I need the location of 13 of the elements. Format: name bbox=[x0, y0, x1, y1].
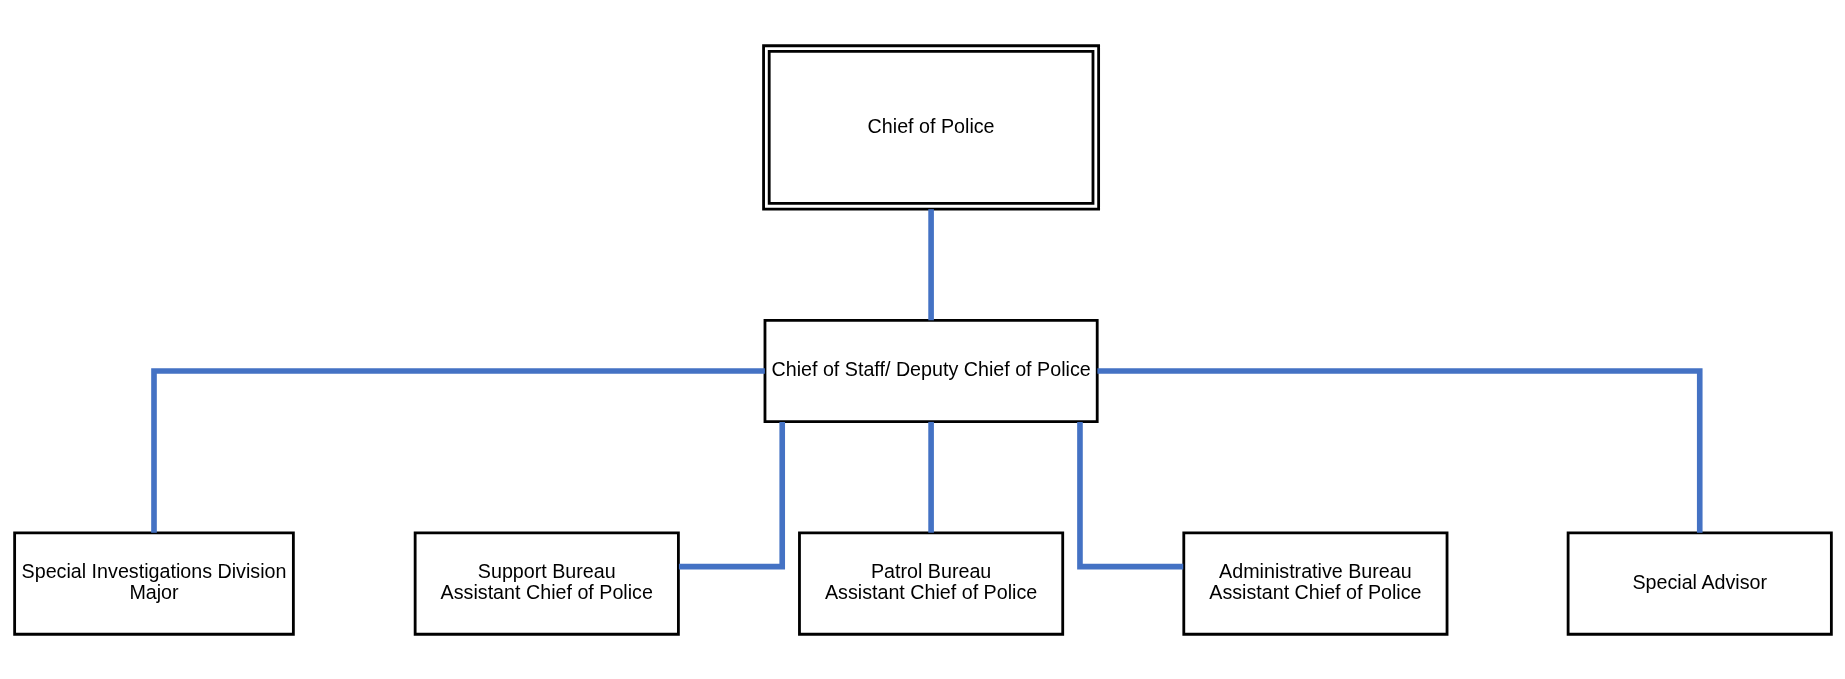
connector bbox=[1076, 421, 1183, 569]
node-box: Patrol Bureau Assistant Chief of Police bbox=[797, 530, 1064, 636]
connector bbox=[927, 421, 934, 533]
connector bbox=[1096, 367, 1703, 533]
node-box: Chief of Police bbox=[761, 43, 1100, 210]
node-box: Special Advisor bbox=[1566, 530, 1833, 636]
node-box: Support Bureau Assistant Chief of Police bbox=[413, 530, 680, 636]
connector bbox=[150, 367, 765, 533]
node-box: Chief of Staff/ Deputy Chief of Police bbox=[763, 318, 1099, 423]
node-box: Administrative Bureau Assistant Chief of Police bbox=[1181, 530, 1448, 636]
connector bbox=[927, 208, 934, 320]
node-box: Special Investigations Division Major bbox=[12, 530, 295, 636]
connector bbox=[678, 421, 785, 569]
